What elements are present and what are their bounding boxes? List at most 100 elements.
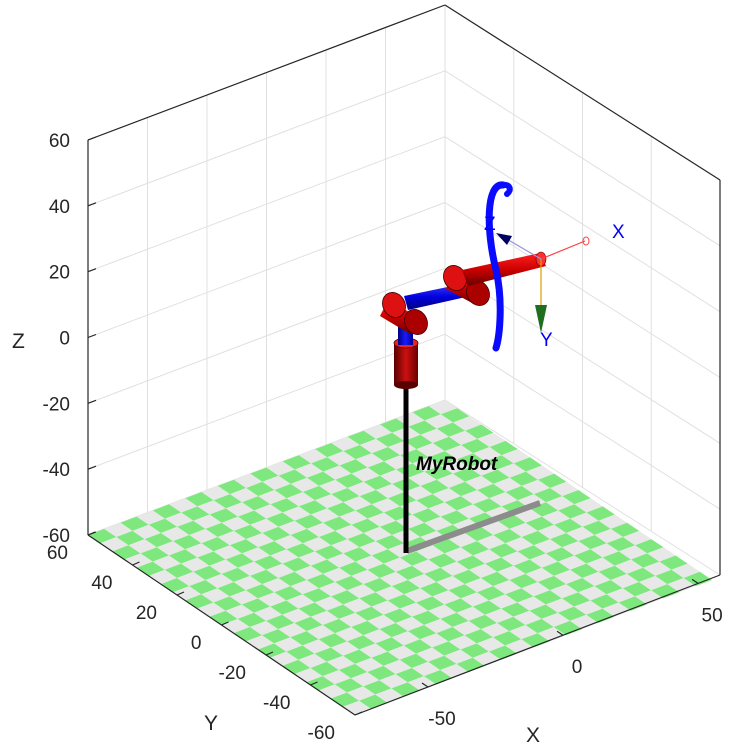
floor-tile bbox=[545, 547, 575, 562]
floor-tile bbox=[335, 473, 364, 488]
floor-tile bbox=[408, 420, 437, 435]
floor-tile bbox=[326, 655, 356, 670]
y-tick-label: -20 bbox=[219, 663, 246, 684]
floor-tile bbox=[229, 590, 258, 605]
floor-tile bbox=[533, 539, 563, 554]
floor-tile bbox=[355, 504, 384, 519]
floor-tile bbox=[209, 559, 238, 574]
floor-tile bbox=[363, 424, 393, 439]
floor-tile bbox=[529, 604, 558, 619]
floor-tile bbox=[185, 492, 214, 507]
floor-tile bbox=[489, 440, 518, 456]
floor-tile bbox=[318, 633, 348, 648]
floor-tile bbox=[558, 504, 587, 519]
floor-tile bbox=[538, 473, 567, 488]
floor-tile bbox=[590, 543, 619, 558]
floor-tile bbox=[420, 582, 449, 597]
floor-tile bbox=[339, 510, 368, 525]
floor-tile bbox=[286, 645, 315, 660]
floor-tile bbox=[241, 598, 271, 613]
floor-tile bbox=[590, 594, 619, 609]
floor-tile bbox=[314, 647, 343, 662]
floor-tile bbox=[639, 575, 668, 591]
floor-tile bbox=[480, 623, 510, 638]
floor-tile bbox=[481, 571, 510, 587]
floor-tile bbox=[436, 473, 465, 488]
floor-tile bbox=[424, 618, 453, 634]
floor-tile bbox=[477, 432, 506, 447]
floor-tile bbox=[278, 571, 307, 587]
floor-tile bbox=[404, 588, 433, 603]
floor-tile bbox=[444, 649, 473, 664]
floor-tile bbox=[391, 631, 420, 646]
floor-tile bbox=[614, 559, 644, 574]
z-tick-label: 60 bbox=[49, 131, 70, 152]
floor-tile bbox=[635, 539, 664, 554]
floor-tile bbox=[428, 502, 457, 517]
floor-tile bbox=[501, 602, 530, 617]
floor-tile bbox=[509, 573, 538, 589]
floor-tile bbox=[148, 518, 178, 533]
floor-tile bbox=[258, 490, 287, 505]
floor-tile bbox=[428, 451, 457, 466]
floor-tile bbox=[363, 680, 392, 695]
floor-tile bbox=[416, 596, 445, 611]
floor-tile bbox=[359, 592, 388, 607]
floor-tile bbox=[473, 549, 502, 564]
floor-tile bbox=[274, 535, 303, 550]
floor-tile bbox=[343, 649, 372, 664]
floor-tile bbox=[335, 524, 364, 540]
floor-tile bbox=[310, 610, 339, 625]
floor-tile bbox=[136, 510, 165, 525]
floor-tile bbox=[161, 526, 190, 542]
floor-tile bbox=[395, 616, 425, 632]
floor-tile bbox=[278, 520, 307, 535]
floor-tile bbox=[541, 561, 571, 576]
floor-tile bbox=[529, 553, 558, 568]
floor-tile bbox=[132, 524, 161, 540]
floor-tile bbox=[440, 408, 470, 423]
floor-tile bbox=[383, 659, 412, 675]
floor-tile bbox=[367, 563, 396, 578]
floor-tile bbox=[193, 565, 222, 580]
floor-tile bbox=[359, 643, 388, 658]
floor-tile bbox=[578, 586, 607, 601]
floor-tile bbox=[302, 537, 332, 552]
floor-tile bbox=[197, 551, 226, 566]
floor-tile bbox=[254, 606, 283, 621]
floor-tile bbox=[404, 485, 433, 501]
floor-tile bbox=[322, 670, 351, 685]
floor-tile bbox=[351, 467, 380, 482]
floor-tile bbox=[631, 553, 660, 568]
floor-tile bbox=[266, 461, 295, 476]
floor-tile bbox=[618, 545, 648, 560]
floor-tile bbox=[375, 483, 405, 499]
floor-tile bbox=[525, 567, 554, 582]
floor-tile bbox=[331, 590, 360, 605]
floor-tile bbox=[347, 481, 376, 497]
floor-tile bbox=[249, 620, 279, 636]
floor-tile bbox=[493, 528, 522, 544]
floor-tile bbox=[493, 631, 522, 646]
floor-tile bbox=[318, 582, 348, 597]
floor-tile bbox=[513, 559, 542, 574]
floor-tile bbox=[432, 641, 461, 656]
floor-tile bbox=[444, 496, 474, 511]
floor-tile bbox=[449, 430, 478, 445]
floor-tile bbox=[334, 678, 364, 693]
floor-tile bbox=[525, 618, 554, 634]
floor-tile bbox=[185, 543, 214, 558]
floor-tile bbox=[347, 430, 376, 445]
floor-tile bbox=[586, 608, 615, 623]
floor-tile bbox=[464, 578, 494, 593]
floor-tile bbox=[331, 539, 360, 554]
floor-tile bbox=[367, 665, 396, 681]
floor-tile bbox=[246, 481, 275, 497]
floor-tile bbox=[225, 553, 255, 568]
floor-tile bbox=[290, 580, 319, 595]
floor-tile bbox=[152, 504, 182, 519]
floor-tile bbox=[189, 528, 218, 544]
floor-tile bbox=[460, 592, 489, 607]
